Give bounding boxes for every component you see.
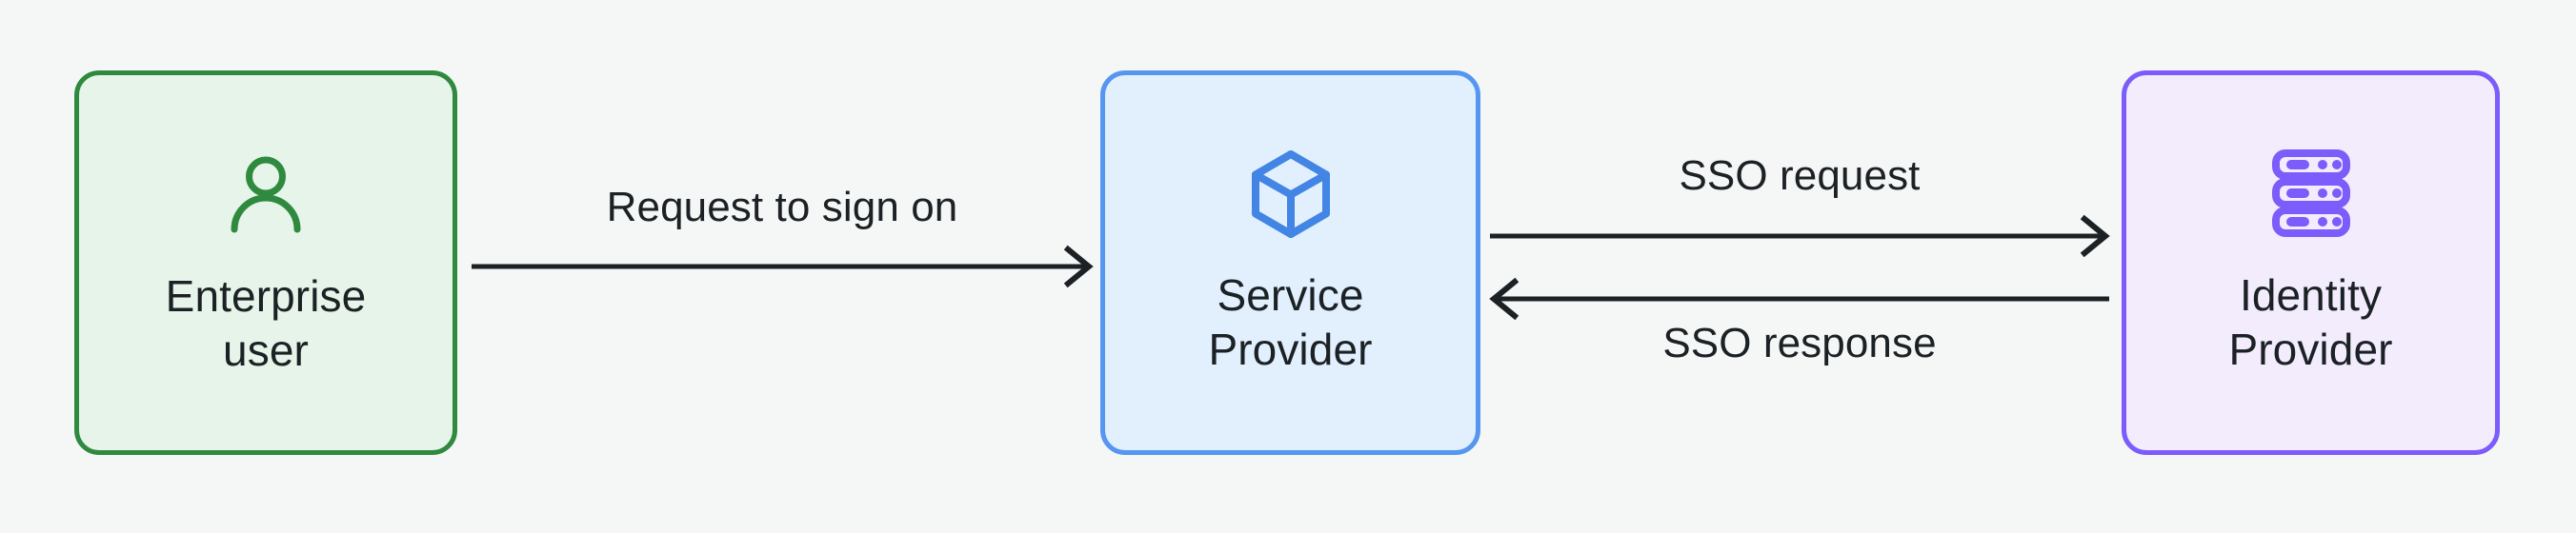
edge-label-request-to-sign-on: Request to sign on	[606, 184, 958, 230]
cube-icon	[1249, 149, 1333, 244]
node-identity-provider[interactable]: Identity Provider	[2122, 70, 2500, 455]
node-service-provider[interactable]: Service Provider	[1100, 70, 1480, 455]
node-label-identity-provider: Identity Provider	[2228, 270, 2393, 374]
edge-arrow-sso-response	[1489, 277, 2109, 321]
node-enterprise-user[interactable]: Enterprise user	[74, 70, 457, 455]
edge-arrow-request-to-sign-on	[472, 245, 1094, 288]
edge-label-sso-response: SSO response	[1662, 320, 1937, 366]
edge-arrow-sso-request	[1490, 214, 2110, 258]
server-icon	[2271, 149, 2351, 242]
node-label-enterprise-user: Enterprise user	[165, 271, 367, 375]
node-label-service-provider: Service Provider	[1208, 270, 1373, 374]
user-icon	[222, 148, 310, 241]
edge-label-sso-request: SSO request	[1679, 152, 1921, 199]
